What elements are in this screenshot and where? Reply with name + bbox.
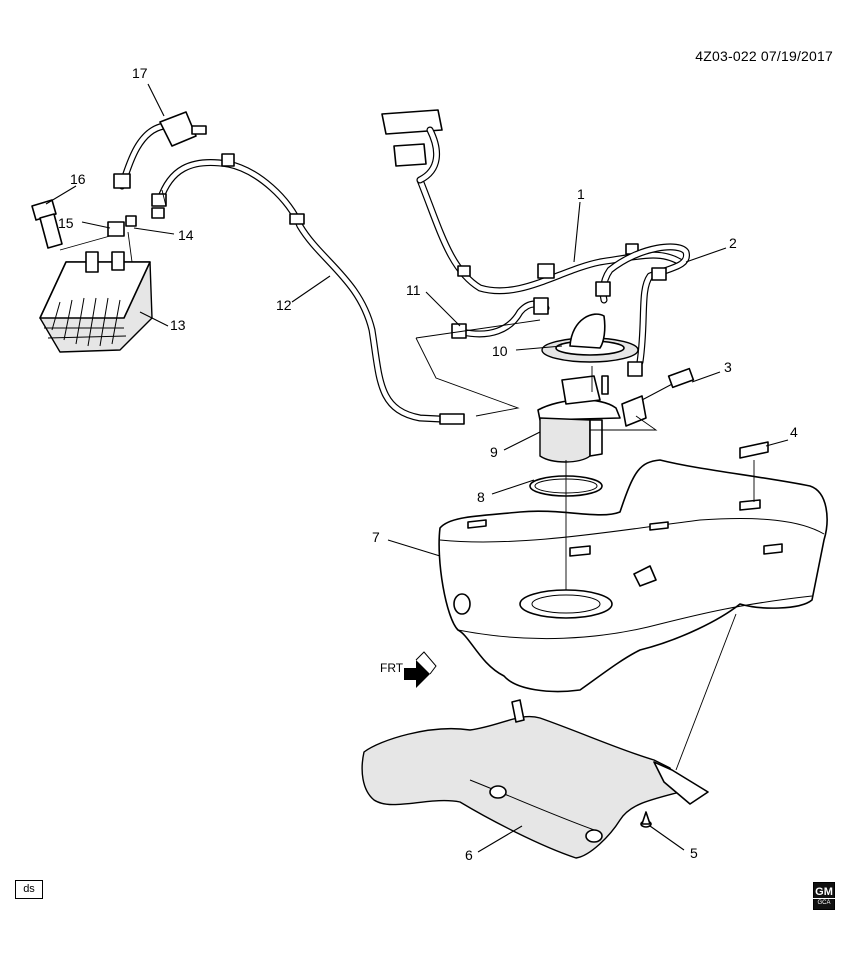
vent-hose-assembly [113,111,207,190]
gm-logo-subtext: GCA [817,899,831,906]
gm-logo-text: GM [813,885,835,899]
callout-4: 4 [790,424,798,440]
fuel-pump-vapor-pipe [451,297,550,339]
tank-label [739,441,769,459]
callout-2: 2 [729,235,737,251]
fuel-pump-retainer-ring [541,313,639,363]
canister-vent-fitting [31,199,63,249]
front-direction-arrow: FRT [380,651,437,688]
callout-12: 12 [276,297,292,313]
callout-numbers: 1 2 3 4 5 6 7 8 9 10 11 12 13 14 15 16 1… [58,65,798,863]
callout-7: 7 [372,529,380,545]
callout-15: 15 [58,215,74,231]
evap-pipe [151,153,465,425]
assembly-guide-lines [59,189,755,771]
shield-fastener [640,811,652,828]
gm-logo: GM GCA [813,882,835,910]
fuel-tank [438,459,828,693]
canister-connector [107,215,137,237]
front-label: FRT [380,661,404,675]
callout-8: 8 [477,489,485,505]
callout-13: 13 [170,317,186,333]
ds-badge: ds [15,880,43,899]
callout-3: 3 [724,359,732,375]
fuel-level-sensor [621,367,695,427]
callout-6: 6 [465,847,473,863]
callout-14: 14 [178,227,194,243]
callout-9: 9 [490,444,498,460]
callout-leaders [45,83,789,853]
canister-clip [151,207,165,219]
callout-16: 16 [70,171,86,187]
document-code: 4Z03-022 07/19/2017 [695,48,833,64]
fuel-pump-harness [381,109,684,295]
callout-1: 1 [577,186,585,202]
fuel-pump-module [537,375,621,463]
callout-10: 10 [492,343,508,359]
fuel-tank-shield [361,699,709,859]
fuel-feed-pipe [595,243,690,377]
callout-5: 5 [690,845,698,861]
callout-17: 17 [132,65,148,81]
callout-11: 11 [406,282,421,298]
evap-canister [39,251,153,353]
